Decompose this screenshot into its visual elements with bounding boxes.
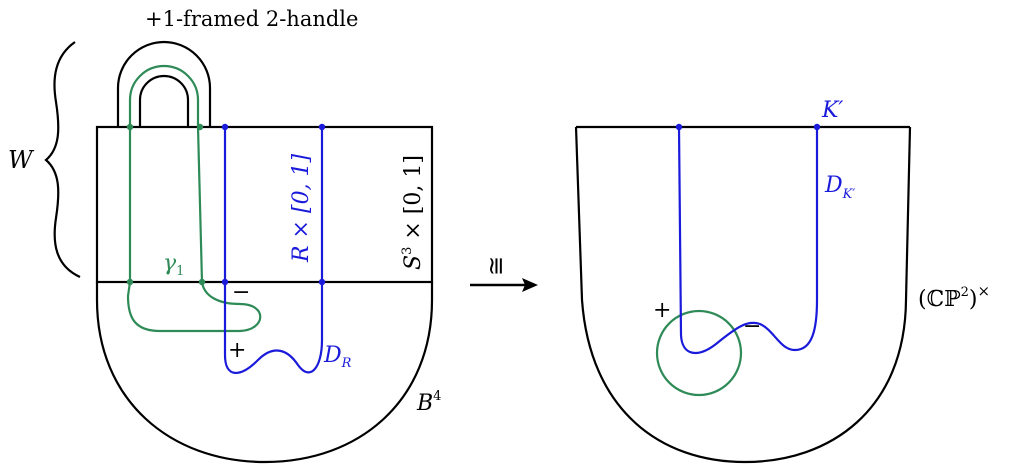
collar-rectangle: [95, 125, 434, 284]
ball-b4-boundary: [95, 282, 434, 464]
s3-times-interval-label: S3 × [0, 1]: [400, 155, 426, 270]
r-dot-bottom-right: [318, 278, 326, 286]
r-dot-top-left: [221, 123, 229, 131]
dk-label: DK′: [824, 173, 855, 202]
gamma1-label: γ1: [163, 251, 184, 279]
k-dot-right: [813, 123, 821, 131]
minus-sign-right: −: [743, 314, 761, 339]
gamma-dot-top-left: [126, 123, 134, 131]
r-dot-top-right: [318, 123, 326, 131]
right-outer-boundary: [574, 126, 912, 464]
plus-sign-right: +: [653, 298, 671, 323]
plus-sign-left: +: [228, 338, 246, 363]
k-dot-left: [675, 123, 683, 131]
dr-label: DR: [323, 343, 352, 371]
gamma-dot-bottom-left: [126, 278, 134, 286]
handle-inner-arch: [138, 74, 190, 127]
gamma-dot-top-right: [196, 123, 204, 131]
right-figure: K′ DK′ + − (ℂℙ2)×: [574, 98, 990, 464]
gamma1-curve: [126, 64, 262, 333]
r-times-interval-label: R × [0, 1]: [289, 153, 314, 263]
r-dot-bottom-left: [221, 278, 229, 286]
cp2-label: (ℂℙ2)×: [918, 282, 990, 312]
b4-label: B4: [416, 389, 441, 416]
k-prime-label: K′: [821, 98, 843, 123]
diffeomorphism-arrow: ≅: [470, 256, 538, 292]
arrow-head: [522, 278, 538, 292]
exceptional-sphere-circle: [655, 309, 743, 397]
dk-curve: [677, 126, 819, 354]
w-label: W: [8, 146, 35, 174]
dr-curve: [223, 127, 324, 374]
title: +1-framed 2-handle: [145, 7, 358, 31]
w-brace: [44, 41, 81, 278]
minus-sign-left: −: [232, 280, 250, 305]
left-figure: +1-framed 2-handle W γ1 R × [0, 1] S3 × …: [8, 7, 441, 464]
gamma-dot-bottom-right: [198, 278, 206, 286]
handle-outer-arch: [116, 40, 212, 127]
congruent-symbol: ≅: [482, 256, 510, 276]
